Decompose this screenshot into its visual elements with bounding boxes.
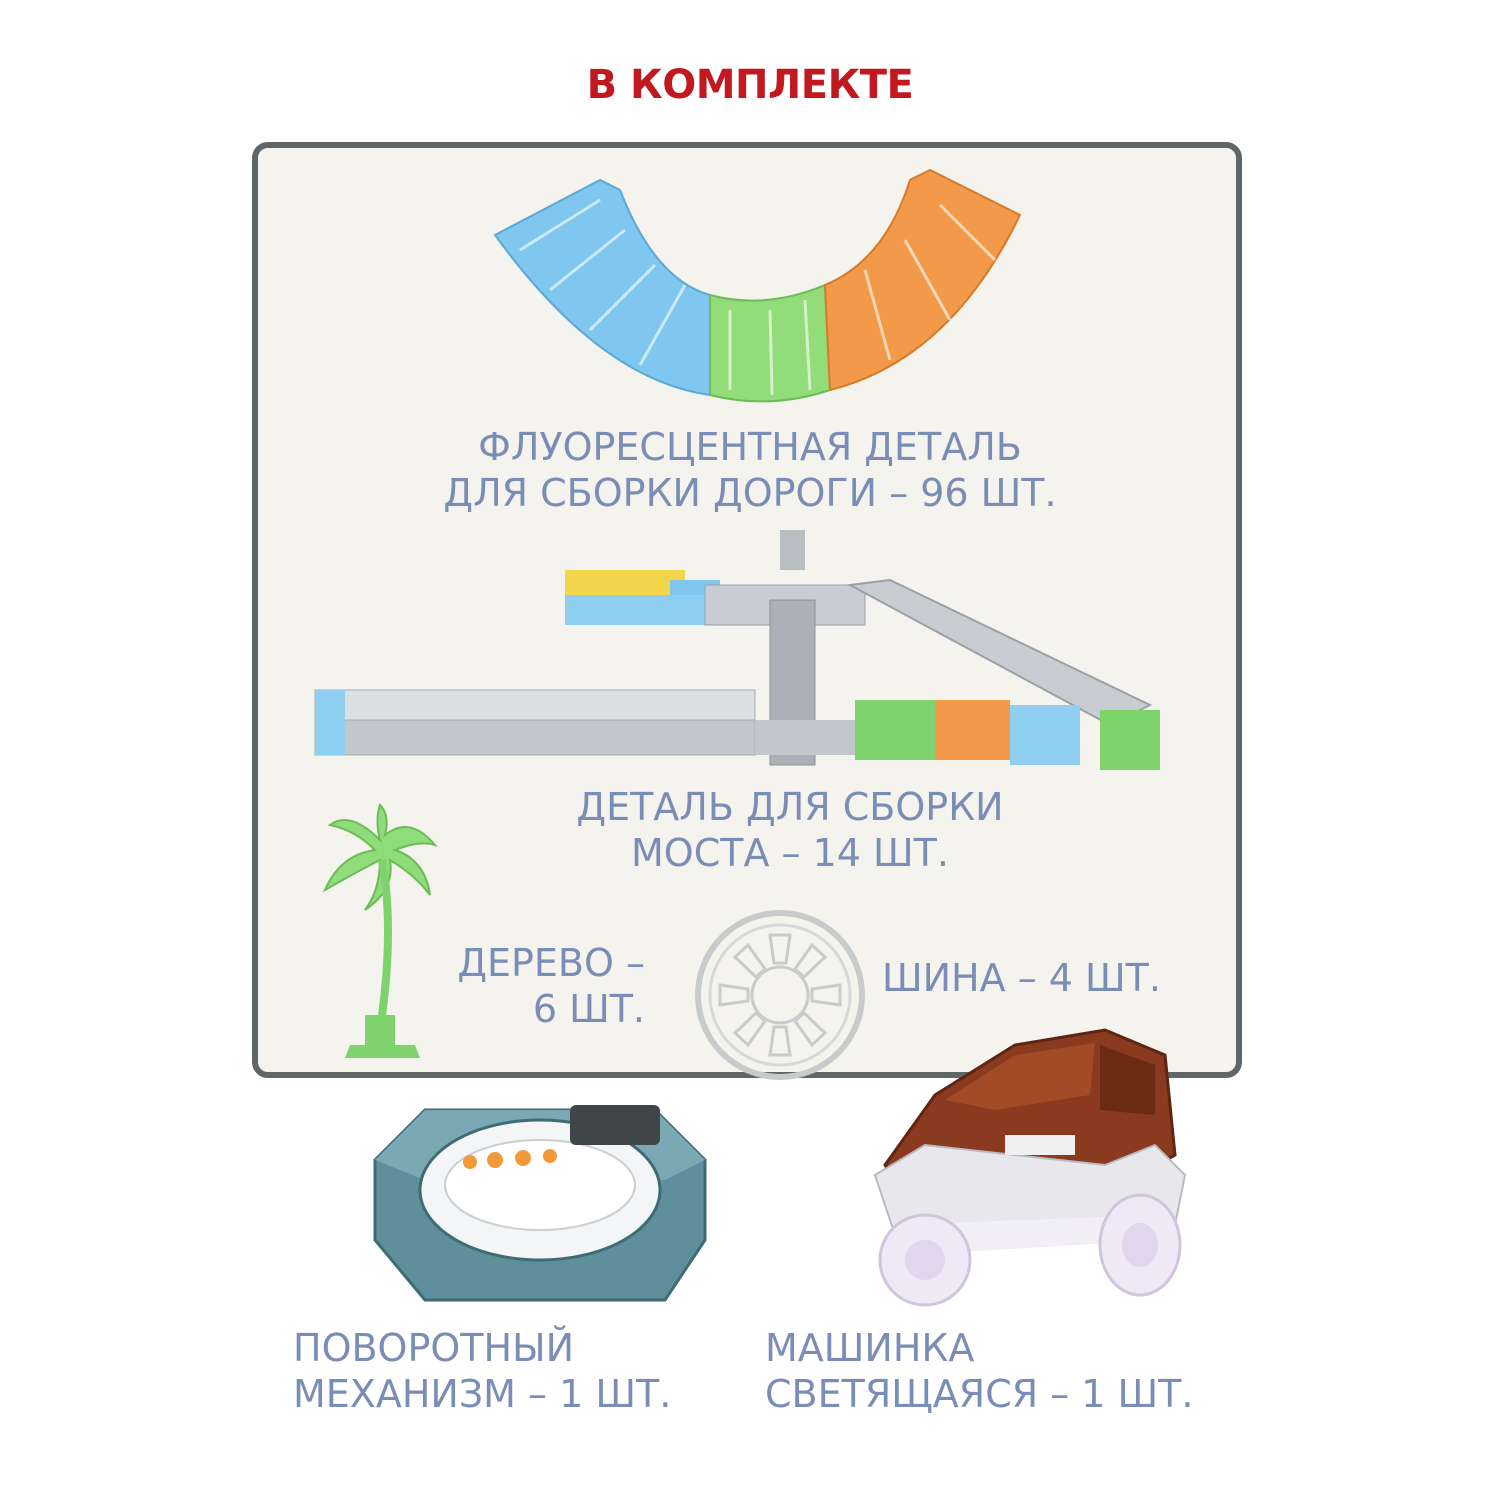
turntable-icon	[373, 1105, 707, 1302]
fluorescent-track-icon	[493, 168, 1022, 403]
label-turntable-line1: ПОВОРОТНЫЙ	[293, 1326, 575, 1370]
label-bridge-line2: МОСТА – 14 ШТ.	[631, 831, 949, 875]
label-tree: ДЕРЕВО – 6 ШТ.	[400, 940, 645, 1032]
label-tire: ШИНА – 4 ШТ.	[882, 955, 1212, 1001]
label-tire-line1: ШИНА – 4 ШТ.	[882, 956, 1161, 1000]
label-tree-line1: ДЕРЕВО –	[457, 941, 645, 985]
label-tree-line2: 6 ШТ.	[532, 987, 645, 1031]
label-car: МАШИНКА СВЕТЯЩАЯСЯ – 1 ШТ.	[765, 1325, 1235, 1417]
label-turntable-line2: МЕХАНИЗМ – 1 ШТ.	[293, 1372, 672, 1416]
page-title: В КОМПЛЕКТЕ	[586, 62, 914, 108]
label-road: ФЛУОРЕСЦЕНТНАЯ ДЕТАЛЬ ДЛЯ СБОРКИ ДОРОГИ …	[350, 424, 1150, 516]
label-bridge-line1: ДЕТАЛЬ ДЛЯ СБОРКИ	[576, 785, 1004, 829]
label-bridge: ДЕТАЛЬ ДЛЯ СБОРКИ МОСТА – 14 ШТ.	[490, 784, 1090, 876]
bridge-parts-icon	[314, 530, 1160, 770]
toy-car-icon	[873, 1028, 1187, 1307]
tire-icon	[695, 910, 865, 1080]
palm-tree-icon	[322, 803, 439, 1058]
label-car-line1: МАШИНКА	[765, 1326, 975, 1370]
label-road-line2: ДЛЯ СБОРКИ ДОРОГИ – 96 ШТ.	[443, 471, 1057, 515]
label-car-line2: СВЕТЯЩАЯСЯ – 1 ШТ.	[765, 1372, 1194, 1416]
label-road-line1: ФЛУОРЕСЦЕНТНАЯ ДЕТАЛЬ	[478, 425, 1022, 469]
label-turntable: ПОВОРОТНЫЙ МЕХАНИЗМ – 1 ШТ.	[293, 1325, 753, 1417]
